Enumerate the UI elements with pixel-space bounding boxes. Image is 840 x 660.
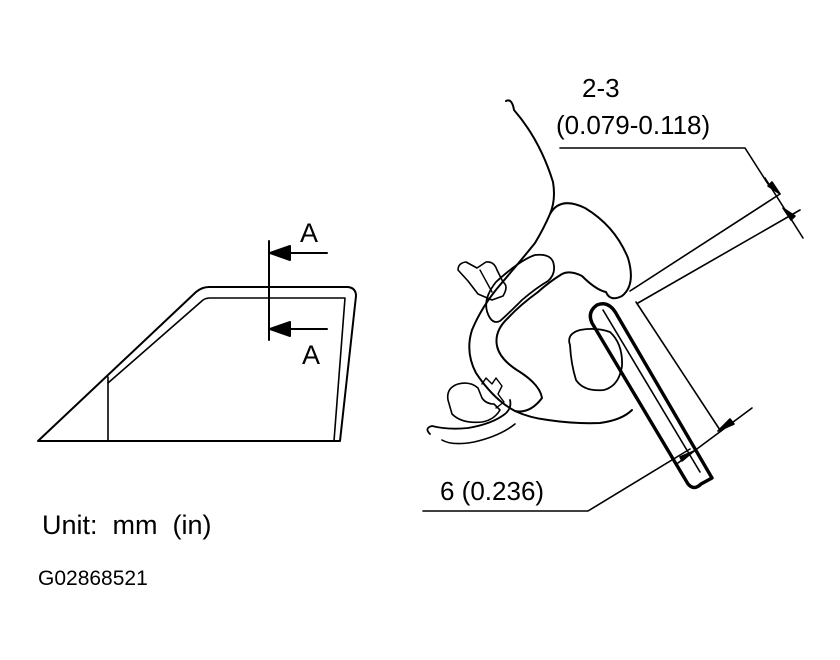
dimension-lines xyxy=(422,147,804,512)
weatherstrip-hook xyxy=(426,399,512,435)
gap-dimension-value-mm: 2-3 xyxy=(582,73,620,103)
width-extension-line xyxy=(635,301,721,431)
body-panel-curve xyxy=(505,99,555,215)
section-label-bottom: A xyxy=(302,340,321,370)
width-arrow-right xyxy=(717,418,735,432)
molding-clip-body xyxy=(468,202,632,413)
gap-arrow-lower xyxy=(782,207,796,221)
window-glass-view xyxy=(37,286,357,442)
glass-panel-section xyxy=(588,302,714,490)
fastener-tab-line xyxy=(479,269,493,293)
gap-extension-line-lower xyxy=(637,209,801,304)
glass-panel-inner-edge xyxy=(602,309,701,473)
section-label-top: A xyxy=(300,218,319,248)
window-inner-outline xyxy=(107,297,346,442)
fastener-tab xyxy=(457,261,507,301)
width-dimension-value: 6 (0.236) xyxy=(440,476,545,506)
gap-dimension-value-in: (0.079-0.118) xyxy=(556,110,711,140)
window-outer-outline xyxy=(37,286,357,442)
figure-id: G02868521 xyxy=(38,567,148,590)
clip-bottom-lip xyxy=(514,409,633,425)
width-arrow-left xyxy=(679,450,695,462)
unit-note: Unit: mm (in) xyxy=(42,510,212,540)
clip-inner-cavity xyxy=(485,253,556,323)
section-cut-marker xyxy=(268,240,328,341)
clip-lower-cavity xyxy=(568,327,623,392)
gap-leader-line xyxy=(559,147,769,185)
seal-detail-zigzag xyxy=(481,377,505,409)
section-view xyxy=(426,99,714,490)
seal-detail xyxy=(446,382,501,424)
gap-extension-line-upper xyxy=(629,193,781,292)
section-arrow-top-head xyxy=(269,245,291,261)
width-leader-line xyxy=(422,448,691,512)
gap-arrow-upper xyxy=(767,181,781,195)
weatherstrip-hook-inner xyxy=(441,423,516,445)
section-arrow-bottom-head xyxy=(269,321,291,337)
